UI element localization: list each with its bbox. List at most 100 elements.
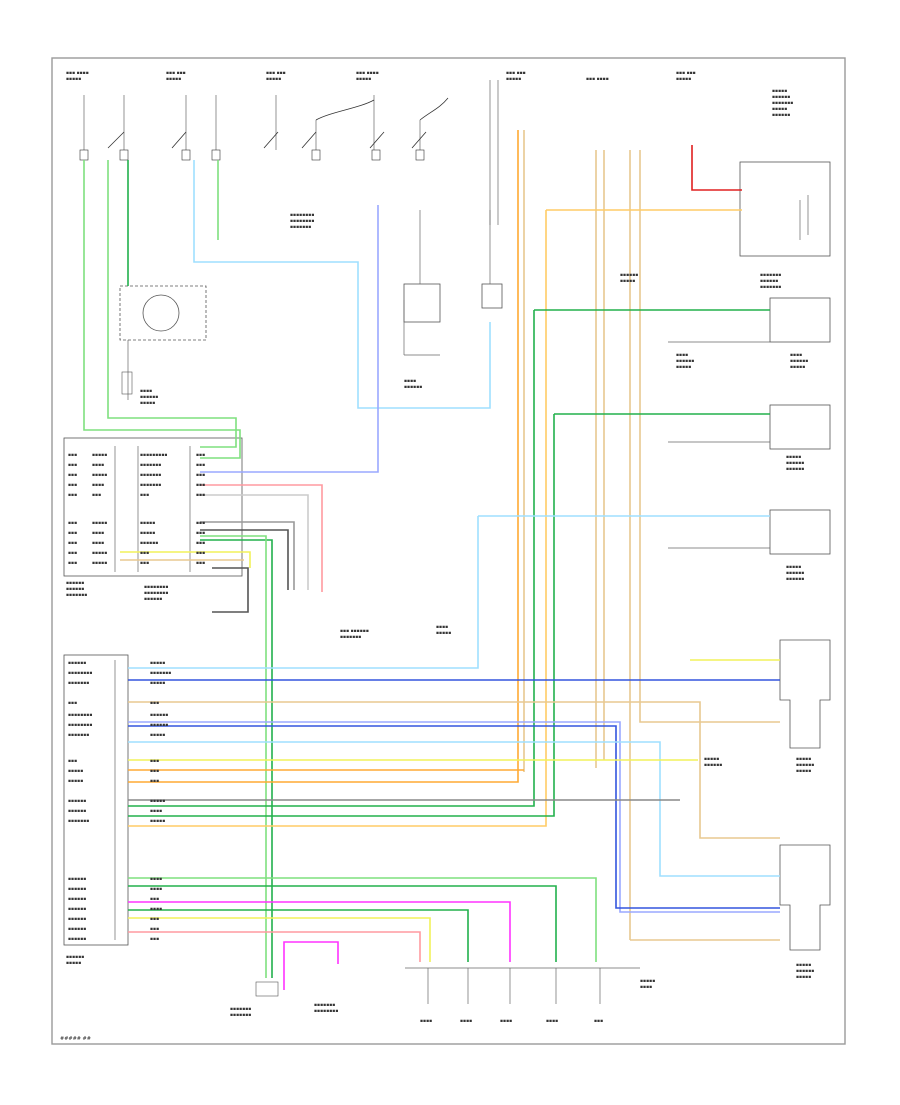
svg-text:▪▪▪▪▪: ▪▪▪▪▪ — [66, 77, 81, 82]
svg-text:▪▪▪: ▪▪▪ — [68, 551, 77, 556]
svg-text:▪▪▪▪▪▪▪▪: ▪▪▪▪▪▪▪▪ — [144, 591, 168, 596]
svg-text:▪▪▪▪: ▪▪▪▪ — [420, 1019, 432, 1024]
svg-text:▪▪▪▪: ▪▪▪▪ — [500, 1019, 512, 1024]
svg-text:▪▪▪: ▪▪▪ — [68, 483, 77, 488]
pin-labels-lower: ▪▪▪▪▪▪▪▪▪▪▪ ▪▪▪▪▪▪▪▪▪▪▪▪▪▪▪ ▪▪▪▪▪▪▪▪▪▪▪▪… — [68, 661, 171, 942]
svg-text:▪▪▪▪▪▪: ▪▪▪▪▪▪ — [796, 969, 814, 974]
svg-text:▪▪▪: ▪▪▪ — [150, 779, 159, 784]
svg-text:▪▪▪: ▪▪▪ — [150, 701, 159, 706]
svg-text:▪▪▪▪▪▪: ▪▪▪▪▪▪ — [66, 955, 84, 960]
svg-text:▪▪▪: ▪▪▪ — [150, 917, 159, 922]
svg-text:▪▪▪▪▪▪: ▪▪▪▪▪▪ — [68, 799, 86, 804]
svg-text:▪▪▪▪▪▪▪: ▪▪▪▪▪▪▪ — [290, 225, 311, 230]
wire-harness — [83, 130, 780, 990]
svg-text:▪▪▪▪▪: ▪▪▪▪▪ — [150, 799, 165, 804]
svg-text:▪▪▪: ▪▪▪ — [68, 463, 77, 468]
svg-text:▪▪▪: ▪▪▪ — [196, 541, 205, 546]
component-labels: ▪▪▪ ▪▪▪▪▪▪▪▪▪ ▪▪▪ ▪▪▪▪▪▪▪▪ ▪▪▪ ▪▪▪▪▪▪▪▪ … — [66, 71, 814, 1024]
svg-text:▪▪▪▪▪▪: ▪▪▪▪▪▪ — [68, 907, 86, 912]
svg-text:▪▪▪▪▪▪▪: ▪▪▪▪▪▪▪ — [68, 819, 89, 824]
svg-text:▪▪▪▪▪▪▪: ▪▪▪▪▪▪▪ — [772, 101, 793, 106]
svg-text:▪▪▪▪: ▪▪▪▪ — [790, 353, 802, 358]
svg-text:▪▪▪▪▪▪: ▪▪▪▪▪▪ — [66, 581, 84, 586]
pin-labels-upper: ▪▪▪▪▪▪▪▪▪▪▪▪▪▪▪▪▪▪▪▪ ▪▪▪▪▪▪▪▪▪▪▪▪▪▪▪▪▪ ▪… — [68, 453, 205, 566]
svg-text:▪▪▪▪▪▪▪: ▪▪▪▪▪▪▪ — [230, 1007, 251, 1012]
svg-text:▪▪▪▪▪: ▪▪▪▪▪ — [150, 819, 165, 824]
svg-text:▪▪▪: ▪▪▪ — [150, 769, 159, 774]
svg-text:▪▪▪: ▪▪▪ — [196, 493, 205, 498]
diagram-frame — [51, 57, 846, 1045]
temp-sensor-box-3 — [769, 509, 831, 555]
svg-text:▪▪▪ ▪▪▪: ▪▪▪ ▪▪▪ — [266, 71, 286, 76]
bottom-ground-connectors — [255, 967, 640, 1004]
svg-text:▪▪▪▪▪▪▪: ▪▪▪▪▪▪▪ — [140, 463, 161, 468]
svg-text:▪▪▪: ▪▪▪ — [140, 493, 149, 498]
svg-text:▪▪▪: ▪▪▪ — [140, 561, 149, 566]
svg-text:▪▪▪▪▪: ▪▪▪▪▪ — [150, 681, 165, 686]
svg-text:▪▪▪▪▪: ▪▪▪▪▪ — [92, 551, 107, 556]
fuse-switch-row — [79, 80, 499, 225]
svg-text:▪▪▪: ▪▪▪ — [196, 561, 205, 566]
svg-text:▪▪▪▪▪▪: ▪▪▪▪▪▪ — [786, 571, 804, 576]
svg-text:▪▪▪▪▪: ▪▪▪▪▪ — [796, 757, 811, 762]
svg-text:▪▪▪▪▪: ▪▪▪▪▪ — [140, 521, 155, 526]
svg-text:▪▪▪▪▪: ▪▪▪▪▪ — [92, 521, 107, 526]
compressor-clutch-relay — [119, 285, 207, 400]
svg-text:▪▪▪▪: ▪▪▪▪ — [92, 531, 104, 536]
hvac-control-module-connector-upper — [63, 437, 243, 577]
svg-text:▪▪▪▪: ▪▪▪▪ — [546, 1019, 558, 1024]
svg-text:▪▪▪▪▪▪▪: ▪▪▪▪▪▪▪ — [760, 273, 781, 278]
svg-text:▪▪▪: ▪▪▪ — [196, 521, 205, 526]
svg-text:▪▪▪ ▪▪▪: ▪▪▪ ▪▪▪ — [676, 71, 696, 76]
svg-text:▪▪▪: ▪▪▪ — [68, 759, 77, 764]
svg-text:▪▪▪▪▪: ▪▪▪▪▪ — [266, 77, 281, 82]
svg-text:▪▪▪▪▪▪: ▪▪▪▪▪▪ — [68, 887, 86, 892]
svg-text:▪▪▪▪: ▪▪▪▪ — [92, 483, 104, 488]
svg-text:▪▪▪▪: ▪▪▪▪ — [640, 985, 652, 990]
svg-text:▪▪▪: ▪▪▪ — [68, 541, 77, 546]
svg-text:▪▪▪: ▪▪▪ — [196, 483, 205, 488]
svg-text:▪▪▪ ▪▪▪▪: ▪▪▪ ▪▪▪▪ — [66, 71, 89, 76]
svg-text:▪▪▪▪▪▪: ▪▪▪▪▪▪ — [66, 587, 84, 592]
hvac-control-head-box — [739, 161, 831, 257]
svg-text:▪▪▪▪▪▪: ▪▪▪▪▪▪ — [786, 467, 804, 472]
svg-text:▪▪▪▪▪▪▪: ▪▪▪▪▪▪▪ — [230, 1013, 251, 1018]
svg-text:▪▪▪▪: ▪▪▪▪ — [676, 353, 688, 358]
svg-text:▪▪▪▪▪: ▪▪▪▪▪ — [150, 733, 165, 738]
svg-text:▪▪▪: ▪▪▪ — [68, 521, 77, 526]
blower-relay — [403, 283, 503, 356]
svg-text:▪▪▪▪▪▪▪▪: ▪▪▪▪▪▪▪▪ — [314, 1009, 338, 1014]
svg-text:▪▪▪: ▪▪▪ — [92, 493, 101, 498]
svg-text:▪▪▪▪▪: ▪▪▪▪▪ — [92, 453, 107, 458]
svg-text:▪▪▪▪▪▪: ▪▪▪▪▪▪ — [786, 461, 804, 466]
svg-text:▪▪▪▪▪: ▪▪▪▪▪ — [772, 89, 787, 94]
svg-text:▪▪▪▪▪▪: ▪▪▪▪▪▪ — [68, 897, 86, 902]
svg-text:▪▪▪▪▪▪: ▪▪▪▪▪▪ — [772, 95, 790, 100]
svg-text:▪▪▪▪▪: ▪▪▪▪▪ — [140, 531, 155, 536]
svg-text:▪▪▪▪▪▪: ▪▪▪▪▪▪ — [68, 661, 86, 666]
svg-text:▪▪▪▪▪: ▪▪▪▪▪ — [796, 769, 811, 774]
svg-text:▪▪▪: ▪▪▪ — [140, 551, 149, 556]
svg-text:▪▪▪▪▪▪▪▪: ▪▪▪▪▪▪▪▪ — [68, 713, 92, 718]
svg-text:▪▪▪▪▪: ▪▪▪▪▪ — [506, 77, 521, 82]
svg-text:▪▪▪▪: ▪▪▪▪ — [150, 887, 162, 892]
svg-text:▪▪▪▪▪: ▪▪▪▪▪ — [704, 757, 719, 762]
svg-text:▪▪▪▪▪▪▪▪: ▪▪▪▪▪▪▪▪ — [290, 219, 314, 224]
svg-text:▪▪▪▪▪▪: ▪▪▪▪▪▪ — [772, 113, 790, 118]
svg-text:▪▪▪▪▪▪▪: ▪▪▪▪▪▪▪ — [68, 681, 89, 686]
svg-text:▪▪▪▪▪: ▪▪▪▪▪ — [772, 107, 787, 112]
svg-text:▪▪▪▪▪▪▪: ▪▪▪▪▪▪▪ — [140, 483, 161, 488]
svg-text:▪▪▪▪▪▪: ▪▪▪▪▪▪ — [760, 279, 778, 284]
svg-text:▪▪▪▪▪▪▪: ▪▪▪▪▪▪▪ — [150, 671, 171, 676]
svg-text:▪▪▪▪▪▪: ▪▪▪▪▪▪ — [404, 385, 422, 390]
svg-text:▪▪▪▪▪▪: ▪▪▪▪▪▪ — [68, 927, 86, 932]
svg-text:▪▪▪: ▪▪▪ — [68, 453, 77, 458]
svg-text:▪▪▪▪▪: ▪▪▪▪▪ — [796, 963, 811, 968]
svg-text:▪▪▪▪▪: ▪▪▪▪▪ — [676, 77, 691, 82]
svg-text:▪▪▪▪: ▪▪▪▪ — [140, 389, 152, 394]
svg-text:▪▪▪▪▪▪: ▪▪▪▪▪▪ — [140, 395, 158, 400]
svg-text:▪▪▪▪: ▪▪▪▪ — [150, 877, 162, 882]
svg-text:▪▪▪▪: ▪▪▪▪ — [460, 1019, 472, 1024]
svg-text:▪▪▪▪▪: ▪▪▪▪▪ — [796, 975, 811, 980]
svg-text:▪▪▪▪▪▪: ▪▪▪▪▪▪ — [150, 723, 168, 728]
